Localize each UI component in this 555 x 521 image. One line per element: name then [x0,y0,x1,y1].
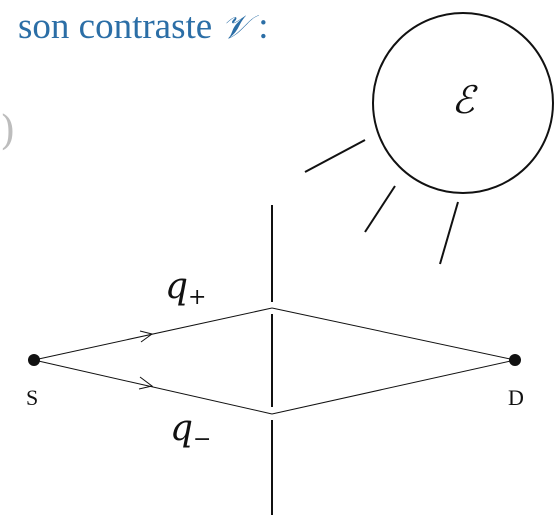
path-upper-arrowhead [139,330,154,343]
environment-circle [372,12,554,194]
environment-ray-3 [439,201,459,265]
heading: son contraste 𝒱 : [18,4,268,50]
path-upper-label-sub: + [188,285,206,310]
path-upper-detector-side [271,307,516,361]
heading-colon: : [258,6,269,47]
closing-paren: ) [0,108,16,154]
environment-ray-2 [364,185,396,233]
path-lower-label: q− [170,408,211,452]
path-lower-arrowhead [138,376,154,390]
source-label: S [26,385,38,410]
path-lower-detector-side [271,359,516,415]
detector-point [509,354,521,366]
path-upper-source-side [33,307,273,361]
path-lower-source-side [33,359,273,415]
contrast-symbol: 𝒱 [221,7,249,46]
heading-text: son contraste [18,6,213,47]
path-upper-label: q+ [165,266,206,310]
source-point [28,354,40,366]
detector-label: D [508,385,524,410]
path-lower-label-sub: − [193,427,211,452]
environment-ray-1 [304,139,366,173]
environment-label: ℰ [451,78,478,122]
path-lower-label-base: q [170,408,193,449]
path-upper-label-base: q [165,266,188,307]
